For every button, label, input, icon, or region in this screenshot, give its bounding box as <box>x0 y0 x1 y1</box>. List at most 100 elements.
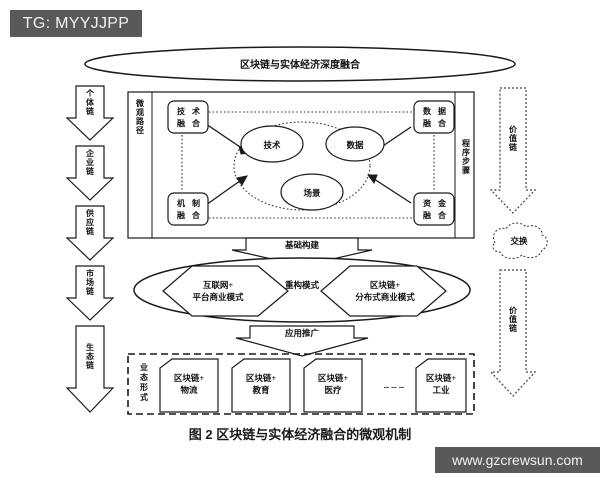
restructure-mode-0-line2: 平台商业模式 <box>192 292 244 302</box>
micro-path-panel: 微 观 路 径 程 序 步 骤 <box>127 91 475 239</box>
mp-left-c2: 路 <box>136 116 145 126</box>
left-chain-label-0-c2: 链 <box>86 106 95 116</box>
formats-side-label: 业 态 形 式 <box>140 362 148 402</box>
right-chain-arrow-0: 价 值 链 <box>489 87 537 214</box>
cb2-c3: 合 <box>191 210 201 220</box>
title-ellipse <box>84 46 516 82</box>
left-chain-arrow-3: 市 场 链 <box>65 265 115 321</box>
left-chain-label-0-c0: 个 <box>85 88 95 98</box>
left-chain-arrow-shape-0 <box>65 85 115 141</box>
right-chain-label-1-c2: 链 <box>509 323 518 333</box>
format-item-2-line2: 医疗 <box>324 385 342 395</box>
format-item-1-shape <box>231 358 291 413</box>
arrowhead-fund-to-core <box>367 174 378 185</box>
restructure-label: 重构模式 <box>285 280 320 290</box>
core-node-data: 数据 <box>325 126 385 162</box>
corner-box-data-fusion-shape <box>413 100 455 134</box>
restructure-mode-1-line2: 分布式商业模式 <box>355 292 415 302</box>
exchange-cloud-group: 交换 <box>492 222 548 260</box>
format-item-3-shape <box>415 358 467 413</box>
left-chain-label-3-c2: 链 <box>86 286 95 296</box>
right-chain-label-1-c0: 价 <box>509 306 518 315</box>
cb0-c1: 融 <box>177 118 185 128</box>
cb3-c1: 融 <box>423 210 431 220</box>
format-item-3-line2: 工业 <box>432 385 450 395</box>
format-item-0-shape <box>159 358 219 413</box>
cb3-c2: 金 <box>437 198 447 208</box>
right-chain-group: 价 值 链 交换 价 值 链 <box>489 87 548 397</box>
connector-base-build-label: 基础构建 <box>284 240 320 250</box>
left-chain-label-2-c2: 链 <box>86 226 95 236</box>
arrow-mech-to-core <box>205 177 245 206</box>
corner-box-fund-fusion-shape <box>413 192 455 226</box>
left-chain-label-3-c0: 市 <box>86 268 94 278</box>
cb0-c3: 合 <box>191 118 201 128</box>
core-node-data-label: 数据 <box>346 140 364 150</box>
format-item-2-line1: 区块链+ <box>318 373 349 383</box>
left-chain-arrow-2: 供 应 链 <box>65 205 115 261</box>
connector-app-promote: 应用推广 <box>235 325 369 357</box>
fmt-side-c2: 形 <box>140 382 148 392</box>
left-chain-label-2-c1: 应 <box>86 217 94 227</box>
core-node-data-shape <box>325 126 385 162</box>
left-chain-group: 个 体 链 企 业 链 供 应 链 市 场 <box>65 85 115 413</box>
format-item-1-line1: 区块链+ <box>246 373 277 383</box>
core-cycle-dotted-path <box>233 121 371 211</box>
cb0-c2: 术 <box>191 106 200 116</box>
core-node-scene: 场景 <box>280 173 344 211</box>
cb3-c3: 合 <box>437 210 447 220</box>
exchange-cloud-label: 交换 <box>510 236 528 246</box>
arrow-fund-to-core <box>370 176 412 204</box>
telegram-tag-overlay: TG: MYYJJPP <box>10 10 142 37</box>
right-chain-arrow-shape-1 <box>489 269 537 397</box>
left-chain-arrow-shape-2 <box>65 205 115 261</box>
mp-left-c1: 观 <box>136 108 144 117</box>
restructure-mode-0-line1: 互联网+ <box>203 280 234 290</box>
arrowhead-mech-to-core <box>236 175 248 186</box>
right-chain-arrow-1: 价 值 链 <box>489 269 537 397</box>
left-chain-arrow-shape-4 <box>65 325 115 413</box>
mp-left-c0: 微 <box>135 98 144 108</box>
core-node-tech-shape <box>240 125 304 163</box>
core-node-tech-label: 技术 <box>263 140 281 150</box>
left-chain-label-1-c0: 企 <box>85 148 95 158</box>
restructure-mode-0-shape <box>162 265 289 317</box>
mp-right-c3: 骤 <box>462 165 470 175</box>
cb1-c3: 合 <box>437 118 447 128</box>
formats-ellipsis: – – – <box>383 382 405 393</box>
mp-right-c1: 序 <box>462 147 470 157</box>
left-chain-arrow-shape-1 <box>65 145 115 201</box>
fmt-side-c1: 态 <box>140 372 148 382</box>
formats-dashed-box <box>127 353 475 415</box>
left-chain-label-4-c1: 态 <box>86 351 94 361</box>
corner-box-mechanism-fusion: 机 融 制 合 <box>167 192 209 226</box>
left-chain-arrow-1: 企 业 链 <box>65 145 115 201</box>
cb1-c0: 数 <box>423 106 432 116</box>
core-node-tech: 技术 <box>240 125 304 163</box>
restructure-mode-1-shape <box>320 265 447 317</box>
cb2-c2: 制 <box>192 198 200 208</box>
right-chain-label-0-c2: 链 <box>509 142 518 152</box>
cb2-c0: 机 <box>177 198 185 208</box>
title-ellipse-group: 区块链与实体经济深度融合 <box>84 46 516 82</box>
core-node-scene-label: 场景 <box>303 188 321 198</box>
right-chain-label-1-c1: 值 <box>509 314 517 324</box>
corner-box-data-fusion: 数 融 据 合 <box>413 100 455 134</box>
mp-right-c0: 程 <box>462 138 470 148</box>
mp-right-c2: 步 <box>462 156 470 166</box>
restructure-mode-1-line1: 区块链+ <box>370 280 401 290</box>
title-ellipse-label: 区块链与实体经济深度融合 <box>240 58 361 71</box>
fmt-side-c3: 式 <box>140 392 148 402</box>
format-item-0-line2: 物流 <box>180 385 198 395</box>
cb3-c0: 资 <box>423 198 431 208</box>
format-item-3: 区块链+ 工业 <box>415 358 467 413</box>
corner-box-mechanism-fusion-shape <box>167 192 209 226</box>
left-chain-label-1-c2: 链 <box>86 166 95 176</box>
left-chain-label-4-c0: 生 <box>86 342 94 352</box>
restructure-group: 重构模式 互联网+ 平台商业模式 区块链+ 分布式商业模式 <box>133 257 471 323</box>
cb2-c1: 融 <box>177 210 185 220</box>
format-item-0: 区块链+ 物流 <box>159 358 219 413</box>
format-item-2: 区块链+ 医疗 <box>303 358 363 413</box>
